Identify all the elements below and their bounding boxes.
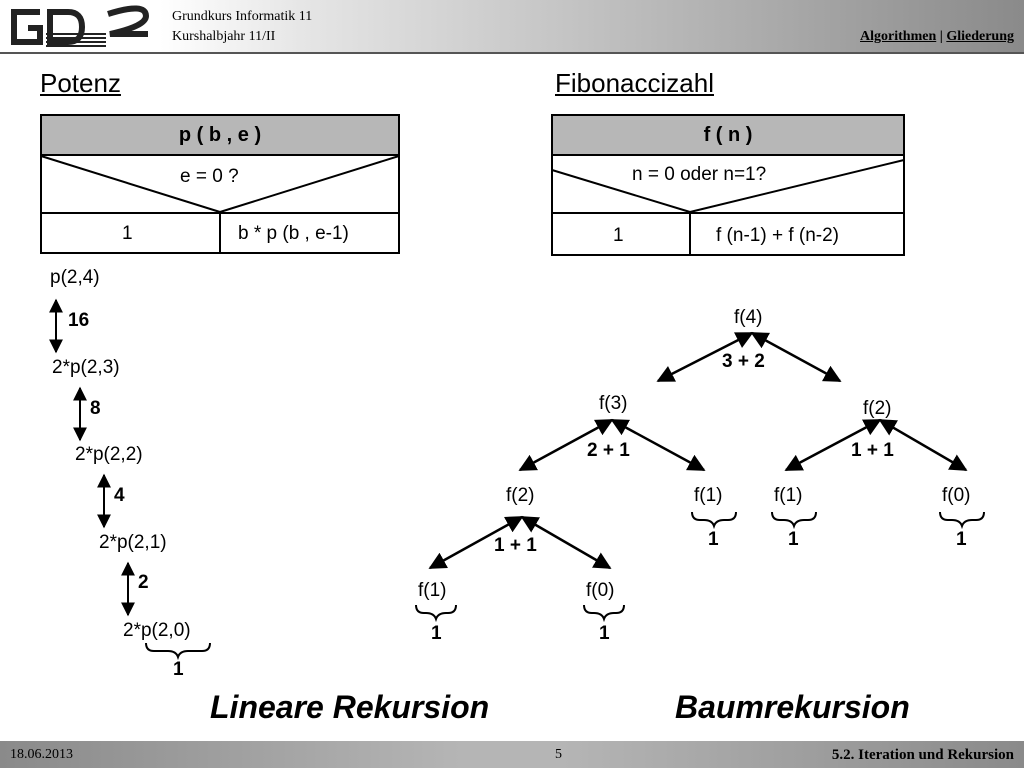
tree-val-f0-left: 1 <box>599 623 610 644</box>
chain-label-1: 2*p(2,3) <box>52 357 120 378</box>
tree-val-f1-right: 1 <box>788 529 799 550</box>
nav-separator: | <box>936 29 947 44</box>
tree-node-f1-right: f(1) <box>774 485 803 506</box>
chain-result-0: 16 <box>68 310 90 331</box>
chain-label-3: 2*p(2,1) <box>99 532 167 553</box>
course-title: Grundkurs Informatik 11 <box>172 9 313 24</box>
chain-label-4: 2*p(2,0) <box>123 620 191 641</box>
caption-baumrekursion: Baumrekursion <box>675 689 910 725</box>
fib-struct-no: f (n-1) + f (n-2) <box>716 225 839 246</box>
header-divider <box>0 52 1024 54</box>
tree-node-f2-right: f(2) <box>863 398 892 419</box>
slide-header <box>0 0 1024 52</box>
slide-footer <box>0 741 1024 768</box>
tree-val-f1-left: 1 <box>431 623 442 644</box>
struct-diagonals <box>40 155 905 213</box>
tree-val-f0-right: 1 <box>956 529 967 550</box>
potenz-title: Potenz <box>40 68 121 98</box>
tree-val-f1-mid: 1 <box>708 529 719 550</box>
fibonacci-title: Fibonaccizahl <box>555 68 714 98</box>
potenz-struct-no: b * p (b , e-1) <box>238 223 349 244</box>
potenz-struct-condition: e = 0 ? <box>180 166 239 187</box>
header-nav: Algorithmen | Gliederung <box>860 29 1014 45</box>
tree-node-f1-mid: f(1) <box>694 485 723 506</box>
gdi-logo-icon <box>11 5 150 47</box>
fib-struct-condition: n = 0 oder n=1? <box>632 164 767 185</box>
tree-sum-f3: 2 + 1 <box>587 440 630 461</box>
potenz-struct-no-box <box>219 212 400 254</box>
chain-result-3: 2 <box>138 572 149 593</box>
chain-label-0: p(2,4) <box>50 267 100 288</box>
tree-sum-f4: 3 + 2 <box>722 351 765 372</box>
fib-struct-yes: 1 <box>613 225 624 246</box>
course-subtitle: Kurshalbjahr 11/II <box>172 29 276 44</box>
potenz-struct-yes: 1 <box>122 223 133 244</box>
linear-arrows <box>49 298 135 617</box>
nav-link-algorithmen[interactable]: Algorithmen <box>860 29 937 44</box>
caption-lineare-rekursion: Lineare Rekursion <box>210 689 490 725</box>
tree-node-f1-left: f(1) <box>418 580 447 601</box>
chain-label-2: 2*p(2,2) <box>75 444 143 465</box>
tree-sum-f2-left: 1 + 1 <box>494 535 537 556</box>
potenz-struct-header: p ( b , e ) <box>40 114 400 156</box>
footer-section-title: 5.2. Iteration und Rekursion <box>831 747 1014 763</box>
chain-result-1: 8 <box>90 398 101 419</box>
tree-node-f0-right: f(0) <box>942 485 971 506</box>
nav-link-gliederung[interactable]: Gliederung <box>946 29 1014 44</box>
footer-page-number: 5 <box>555 747 562 762</box>
tree-node-f2-left: f(2) <box>506 485 535 506</box>
tree-sum-f2-right: 1 + 1 <box>851 440 894 461</box>
leaf-braces <box>145 511 985 661</box>
fib-struct-no-box <box>689 212 905 256</box>
footer-date: 18.06.2013 <box>10 747 73 762</box>
tree-node-f0-left: f(0) <box>586 580 615 601</box>
chain-result-2: 4 <box>114 485 125 506</box>
tree-arrows <box>428 331 968 570</box>
tree-node-f3: f(3) <box>599 393 628 414</box>
chain-result-4: 1 <box>173 659 184 680</box>
tree-node-f4: f(4) <box>734 307 763 328</box>
